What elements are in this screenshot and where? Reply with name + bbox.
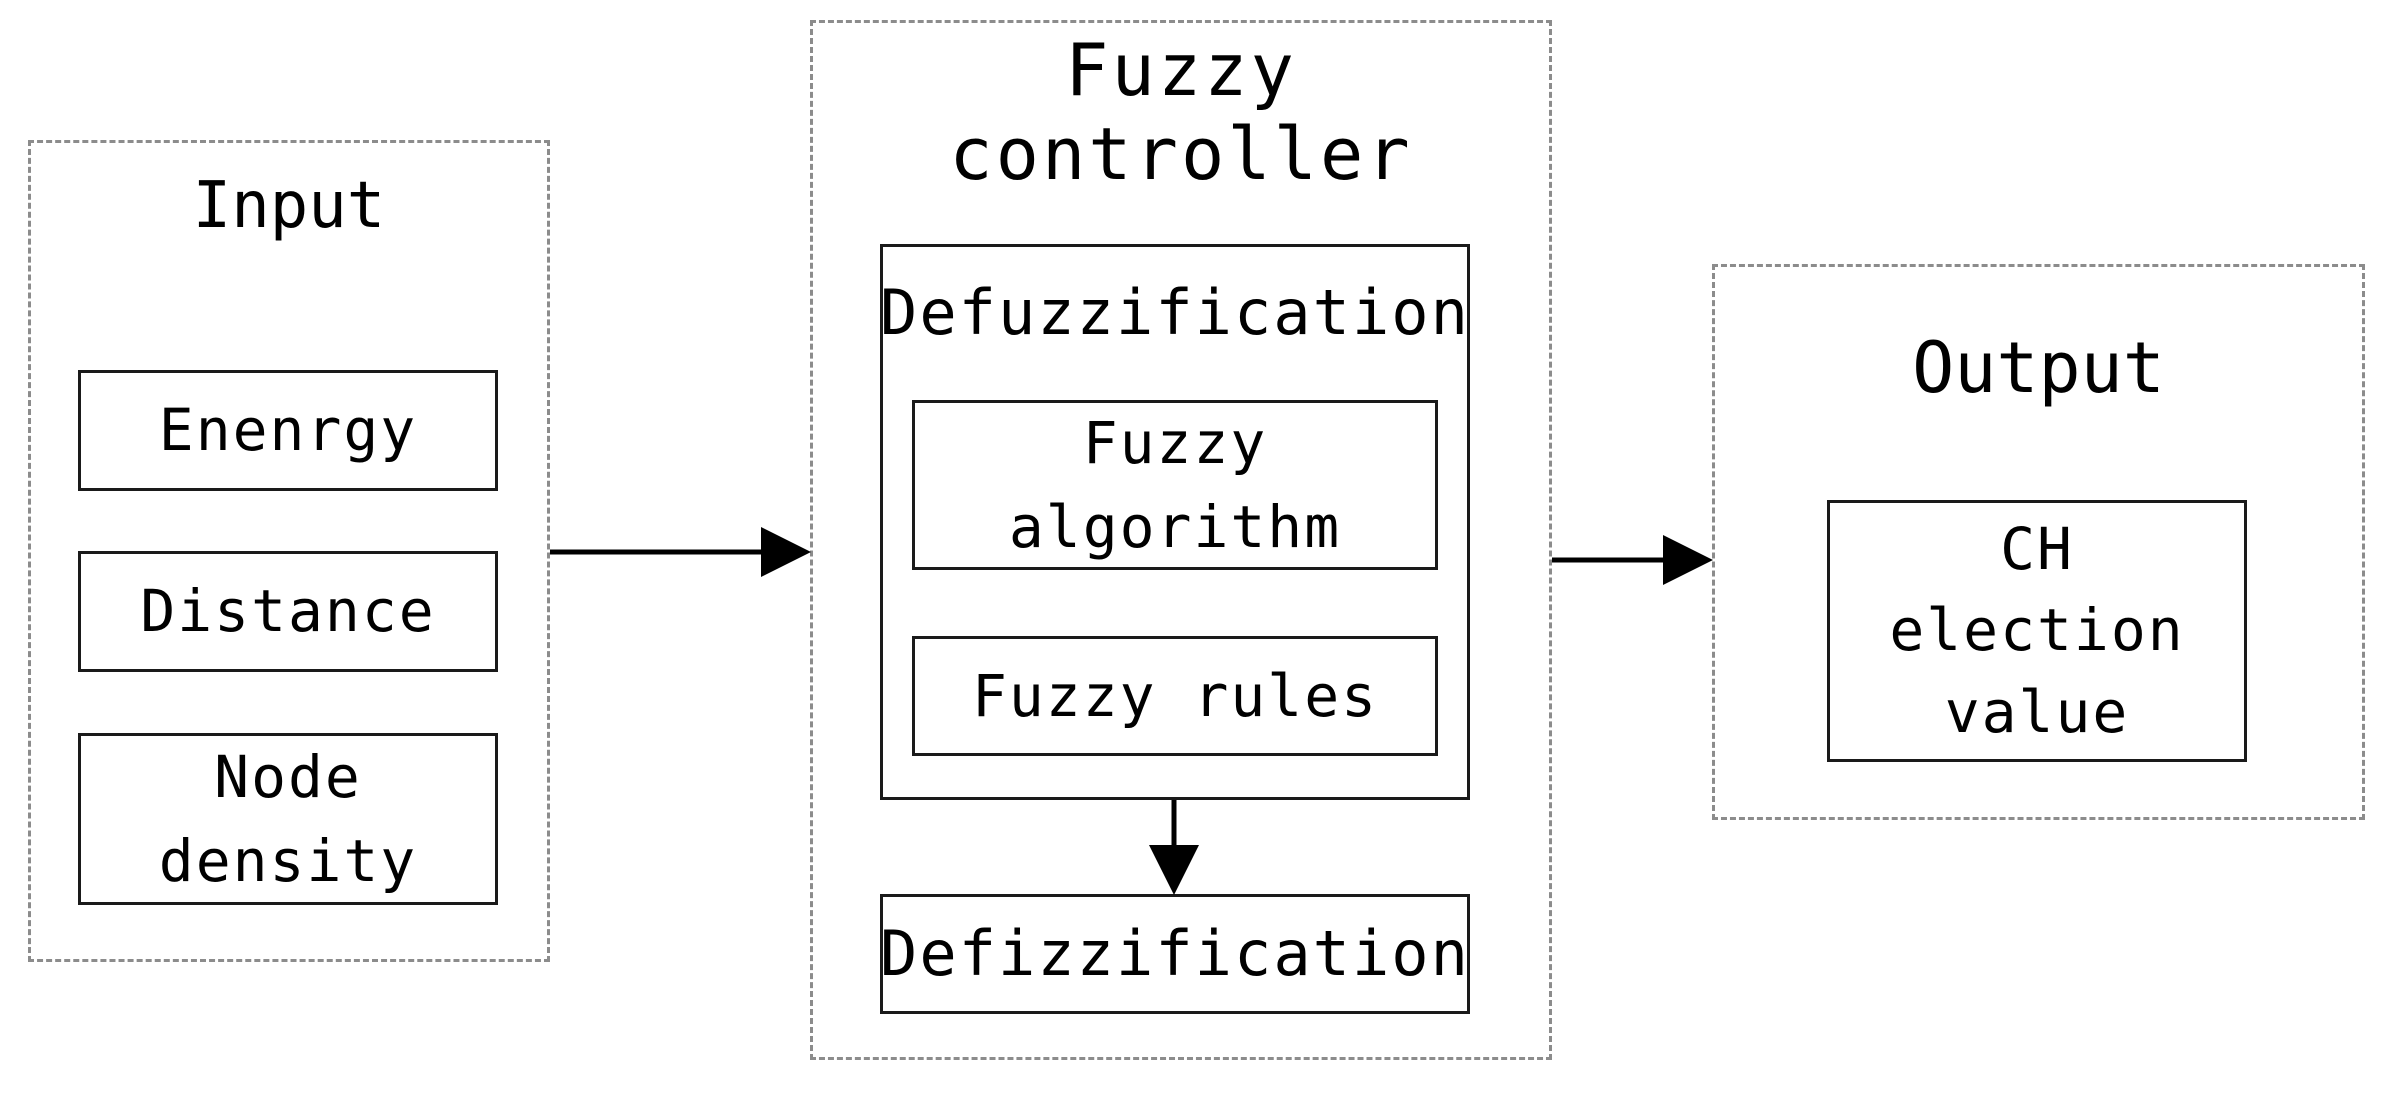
input-title: Input [192,169,386,243]
fuzzy-rules-box: Fuzzy rules [912,636,1438,756]
input-item-label: Node density [158,742,418,895]
defizzification-box: Defizzification [880,894,1470,1014]
defizzification-label: Defizzification [880,917,1470,991]
fuzzy-algorithm-box: Fuzzy algorithm [912,400,1438,570]
defuzzification-group-title: Defuzzification [880,276,1470,349]
input-item-energy: Enenrgy [78,370,498,491]
input-item-node-density: Node density [78,733,498,905]
input-item-label: Distance [140,577,436,646]
defuzzification-group [880,244,1470,800]
input-item-distance: Distance [78,551,498,672]
ch-election-value-label: CH election value [1889,515,2185,746]
output-title: Output [1912,327,2165,409]
ch-election-value-box: CH election value [1827,500,2247,762]
controller-panel [810,20,1552,1060]
output-panel [1712,264,2365,820]
input-panel [28,140,550,962]
fuzzy-rules-label: Fuzzy rules [971,661,1379,730]
input-item-label: Enenrgy [158,396,418,465]
controller-title: Fuzzy controller [949,28,1413,197]
fuzzy-algorithm-label: Fuzzy algorithm [1008,408,1342,561]
